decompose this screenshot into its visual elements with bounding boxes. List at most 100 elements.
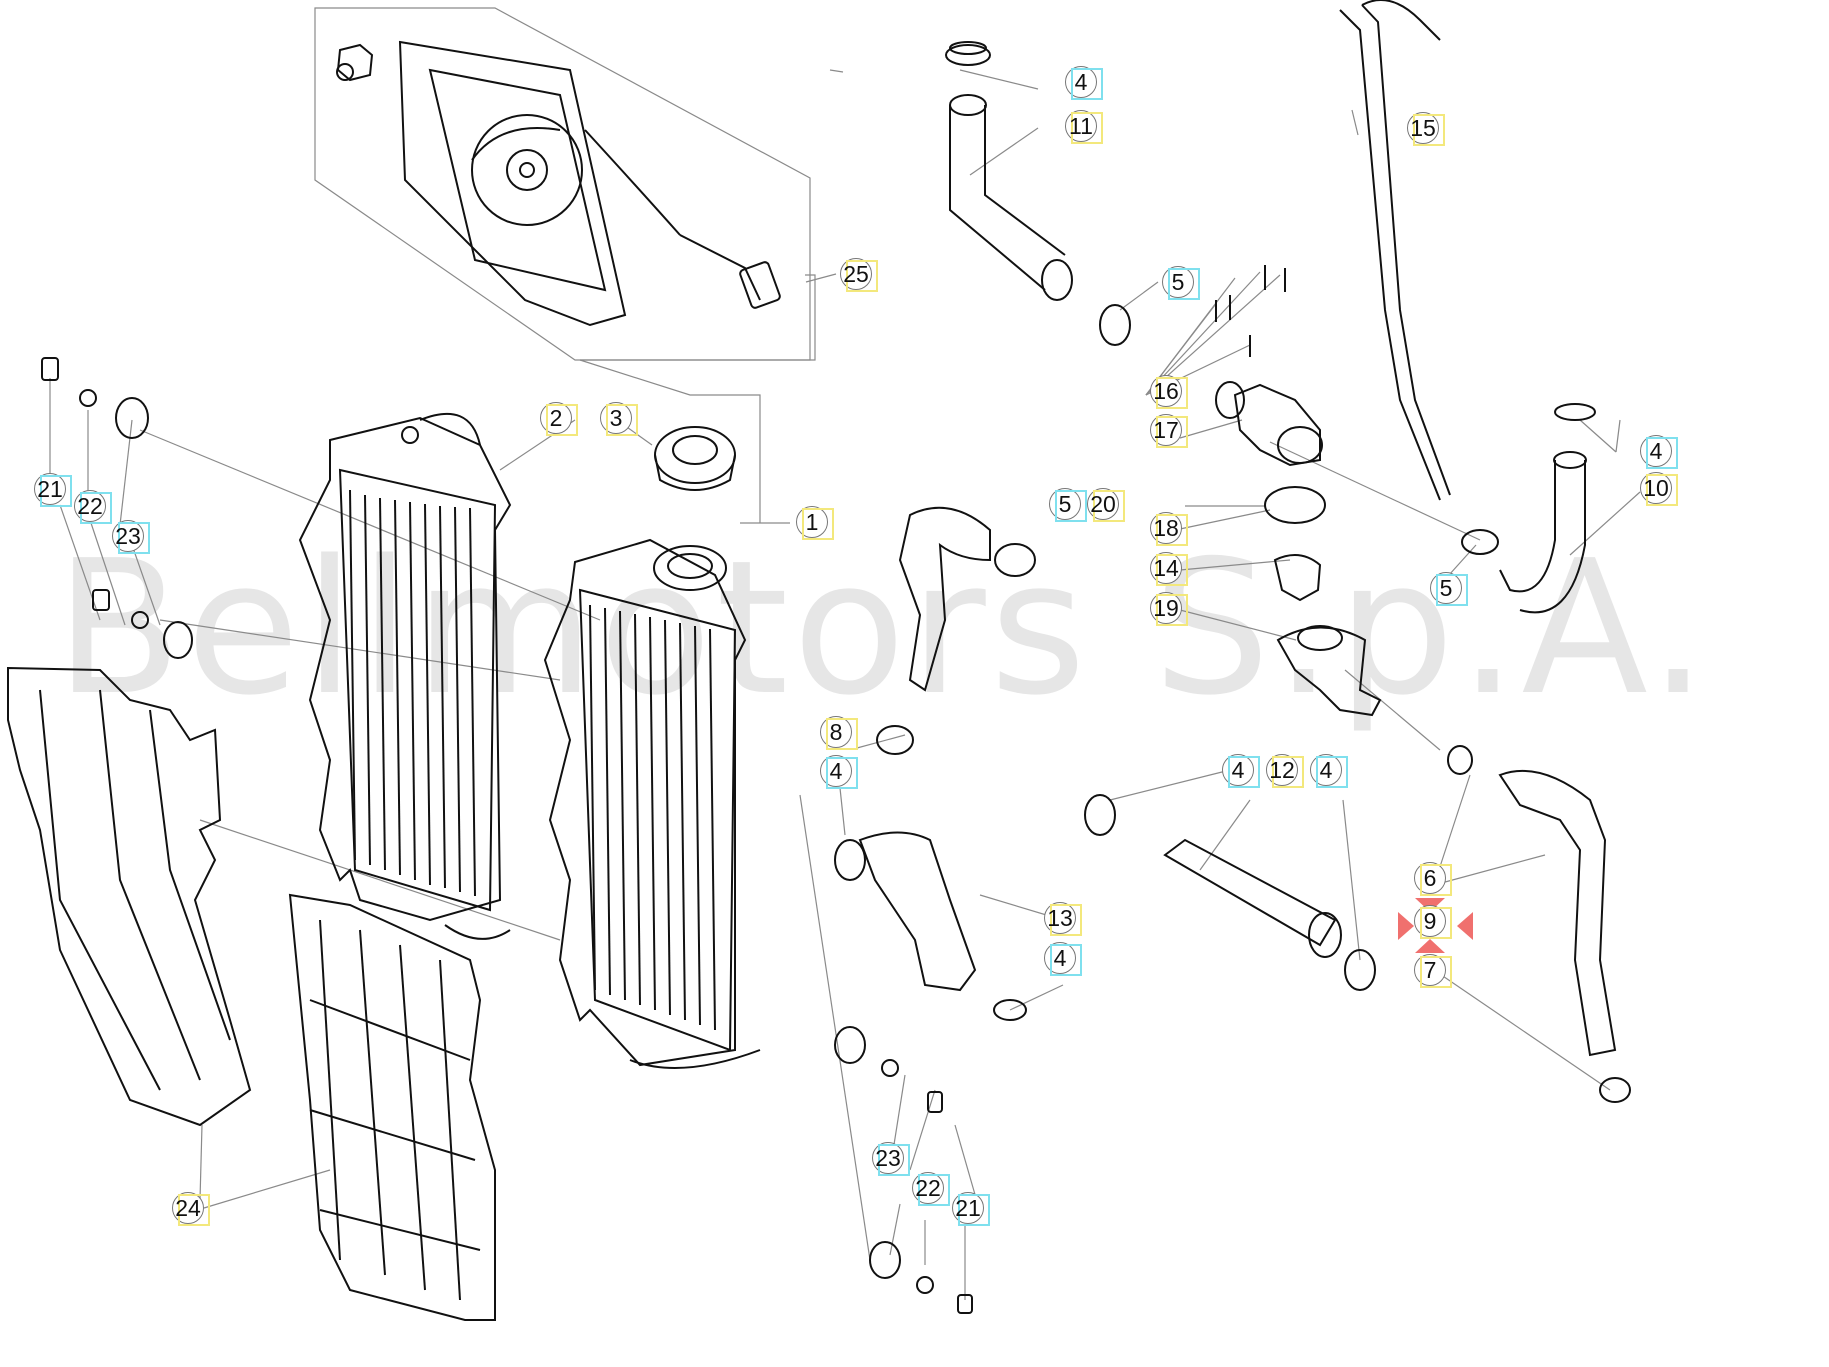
callout-tag-yellow <box>826 718 858 750</box>
callout-number: 4 <box>1319 757 1333 783</box>
callout-part-16[interactable]: 16 <box>1148 373 1188 409</box>
callout-part-10[interactable]: 10 <box>1638 470 1678 506</box>
callout-part-9[interactable]: 9 <box>1412 903 1452 939</box>
callout-number: 12 <box>1269 757 1295 783</box>
callout-part-22[interactable]: 22 <box>910 1170 950 1206</box>
callout-tag-blue <box>1071 68 1103 100</box>
callout-part-19[interactable]: 19 <box>1148 590 1188 626</box>
callout-part-14[interactable]: 14 <box>1148 550 1188 586</box>
callout-tag-yellow <box>1420 864 1452 896</box>
callout-tag-yellow <box>1156 416 1188 448</box>
callout-circle <box>74 490 106 522</box>
callout-circle <box>1150 375 1182 407</box>
leader-lines <box>49 69 1641 1300</box>
callout-part-11[interactable]: 11 <box>1063 108 1103 144</box>
callout-circle <box>1222 754 1254 786</box>
callout-number: 4 <box>1074 69 1088 95</box>
callout-part-21[interactable]: 21 <box>950 1190 990 1226</box>
mounting-hardware <box>41 357 973 1314</box>
callout-part-13[interactable]: 13 <box>1042 900 1082 936</box>
callout-number: 6 <box>1423 865 1437 891</box>
callout-part-4[interactable]: 4 <box>1063 64 1103 100</box>
callout-tag-yellow <box>1646 474 1678 506</box>
fan-frame-outline <box>314 7 811 361</box>
callout-part-7[interactable]: 7 <box>1412 952 1452 988</box>
callout-part-1[interactable]: 1 <box>794 504 834 540</box>
callout-part-23[interactable]: 23 <box>870 1140 910 1176</box>
callout-part-2[interactable]: 2 <box>538 400 578 436</box>
callout-tag-blue <box>1316 756 1348 788</box>
callout-part-25[interactable]: 25 <box>838 256 878 292</box>
callout-part-4[interactable]: 4 <box>1042 940 1082 976</box>
callout-part-5[interactable]: 5 <box>1160 264 1200 300</box>
callout-number: 5 <box>1058 491 1072 517</box>
callout-circle <box>1044 902 1076 934</box>
callout-part-4[interactable]: 4 <box>1220 752 1260 788</box>
callout-number: 23 <box>875 1145 901 1171</box>
callout-circle <box>872 1142 904 1174</box>
callout-tag-blue <box>40 475 72 507</box>
callout-circle <box>820 716 852 748</box>
callout-number: 10 <box>1643 475 1669 501</box>
callout-circle <box>1430 572 1462 604</box>
callout-part-18[interactable]: 18 <box>1148 510 1188 546</box>
callout-tag-yellow <box>1413 114 1445 146</box>
callout-circle <box>1414 862 1446 894</box>
callout-part-22[interactable]: 22 <box>72 488 112 524</box>
callout-part-12[interactable]: 12 <box>1264 752 1304 788</box>
callout-circle <box>1065 66 1097 98</box>
callout-part-24[interactable]: 24 <box>170 1190 210 1226</box>
callout-part-4[interactable]: 4 <box>1638 433 1678 469</box>
callout-number: 2 <box>549 405 563 431</box>
radiator-right <box>543 538 761 1069</box>
callout-tag-yellow <box>1420 907 1452 939</box>
callout-part-5[interactable]: 5 <box>1428 570 1468 606</box>
callout-number: 5 <box>1439 575 1453 601</box>
callout-number: 20 <box>1090 491 1116 517</box>
callout-tag-blue <box>1646 437 1678 469</box>
callout-number: 22 <box>915 1175 941 1201</box>
callout-circle <box>34 473 66 505</box>
callout-number: 17 <box>1153 417 1179 443</box>
callout-part-4[interactable]: 4 <box>818 753 858 789</box>
callout-part-17[interactable]: 17 <box>1148 412 1188 448</box>
callout-tag-blue <box>1050 944 1082 976</box>
callout-part-5[interactable]: 5 <box>1047 486 1087 522</box>
callout-part-23[interactable]: 23 <box>110 518 150 554</box>
callout-tag-blue <box>118 522 150 554</box>
callout-tag-yellow <box>178 1194 210 1226</box>
callout-number: 19 <box>1153 595 1179 621</box>
callout-tag-yellow <box>1420 956 1452 988</box>
callout-circle <box>1266 754 1298 786</box>
callout-tag-blue <box>1228 756 1260 788</box>
callout-tag-yellow <box>1156 514 1188 546</box>
callout-part-4[interactable]: 4 <box>1308 752 1348 788</box>
callout-part-8[interactable]: 8 <box>818 714 858 750</box>
callout-tag-yellow <box>606 404 638 436</box>
callout-tag-yellow <box>546 404 578 436</box>
callout-part-3[interactable]: 3 <box>598 400 638 436</box>
callout-circle <box>1065 110 1097 142</box>
radiator-louver-grille <box>288 893 496 1321</box>
callout-tag-blue <box>1436 574 1468 606</box>
callout-circle <box>1414 954 1446 986</box>
callout-part-6[interactable]: 6 <box>1412 860 1452 896</box>
callout-tag-blue <box>1168 268 1200 300</box>
callout-tag-blue <box>1055 490 1087 522</box>
callout-circle <box>1640 472 1672 504</box>
callout-tag-blue <box>878 1144 910 1176</box>
callout-number: 4 <box>829 758 843 784</box>
callout-tag-blue <box>958 1194 990 1226</box>
callout-number: 18 <box>1153 515 1179 541</box>
callout-circle <box>820 755 852 787</box>
callout-part-15[interactable]: 15 <box>1405 110 1445 146</box>
callout-part-21[interactable]: 21 <box>32 471 72 507</box>
callout-part-20[interactable]: 20 <box>1085 486 1125 522</box>
callout-number: 4 <box>1649 438 1663 464</box>
callout-circle <box>540 402 572 434</box>
callout-circle <box>1150 414 1182 446</box>
callout-number: 8 <box>829 719 843 745</box>
radiator-cap <box>654 426 736 491</box>
callout-circle <box>1150 512 1182 544</box>
callout-number: 24 <box>175 1195 201 1221</box>
